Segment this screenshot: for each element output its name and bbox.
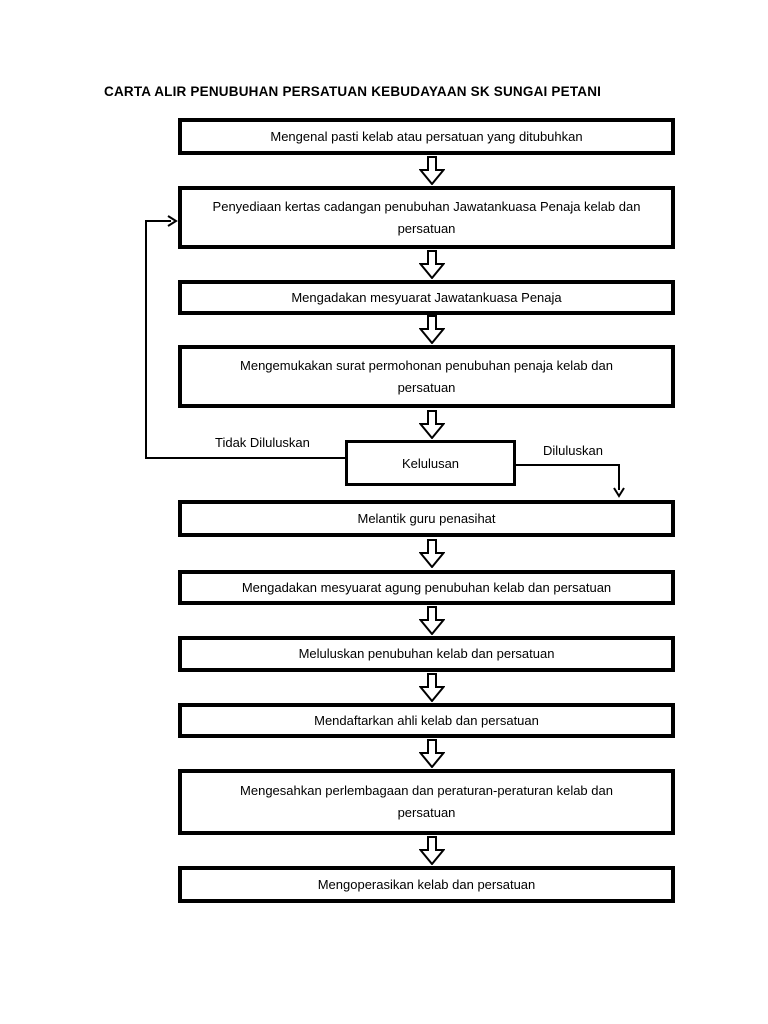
connector-line-no-return <box>145 220 171 222</box>
flow-step-2-label-line2: persatuan <box>397 220 456 236</box>
flow-step-1: Mengenal pasti kelab atau persatuan yang… <box>178 118 675 155</box>
flow-step-10-label: Mengoperasikan kelab dan persatuan <box>317 876 536 892</box>
flow-step-2: Penyediaan kertas cadangan penubuhan Jaw… <box>178 186 675 249</box>
down-arrow-icon <box>419 606 445 635</box>
flow-step-4-label-line1: Mengemukakan surat permohonan penubuhan … <box>240 357 613 373</box>
flow-step-3: Mengadakan mesyuarat Jawatankuasa Penaja <box>178 280 675 315</box>
connector-line-yes-horizontal <box>516 464 620 466</box>
connector-line-no-horizontal <box>145 457 345 459</box>
flow-step-9: Mengesahkan perlembagaan dan peraturan-p… <box>178 769 675 835</box>
flow-step-7: Meluluskan penubuhan kelab dan persatuan <box>178 636 675 672</box>
flow-step-7-label: Meluluskan penubuhan kelab dan persatuan <box>298 646 555 661</box>
branch-label-tidak-diluluskan: Tidak Diluluskan <box>215 435 310 450</box>
arrowhead-down-icon <box>613 487 625 498</box>
flow-step-10: Mengoperasikan kelab dan persatuan <box>178 866 675 903</box>
flow-step-6-label: Mengadakan mesyuarat agung penubuhan kel… <box>241 579 612 595</box>
down-arrow-icon <box>419 156 445 185</box>
arrowhead-right-icon <box>167 215 178 227</box>
flow-step-1-label: Mengenal pasti kelab atau persatuan yang… <box>270 128 583 144</box>
down-arrow-icon <box>419 410 445 439</box>
flow-step-9-label-line2: persatuan <box>397 805 456 820</box>
flow-step-6: Mengadakan mesyuarat agung penubuhan kel… <box>178 570 675 605</box>
down-arrow-icon <box>419 739 445 768</box>
flow-step-8-label: Mendaftarkan ahli kelab dan persatuan <box>314 712 539 728</box>
flow-step-3-label: Mengadakan mesyuarat Jawatankuasa Penaja <box>291 289 562 305</box>
down-arrow-icon <box>419 315 445 344</box>
decision-box-kelulusan: Kelulusan <box>345 440 516 486</box>
down-arrow-icon <box>419 836 445 865</box>
decision-label: Kelulusan <box>401 455 460 471</box>
flow-step-5: Melantik guru penasihat <box>178 500 675 537</box>
flow-step-9-label-line1: Mengesahkan perlembagaan dan peraturan-p… <box>240 783 613 798</box>
flow-step-8: Mendaftarkan ahli kelab dan persatuan <box>178 703 675 738</box>
flow-step-4-label-line2: persatuan <box>397 379 456 395</box>
connector-line-no-vertical <box>145 220 147 459</box>
down-arrow-icon <box>419 250 445 279</box>
page-title: CARTA ALIR PENUBUHAN PERSATUAN KEBUDAYAA… <box>104 84 602 99</box>
down-arrow-icon <box>419 673 445 702</box>
flow-step-5-label: Melantik guru penasihat <box>357 510 496 526</box>
branch-label-diluluskan: Diluluskan <box>543 443 603 458</box>
connector-line-yes-vertical <box>618 464 620 490</box>
down-arrow-icon <box>419 539 445 568</box>
flow-step-4: Mengemukakan surat permohonan penubuhan … <box>178 345 675 408</box>
flow-step-2-label-line1: Penyediaan kertas cadangan penubuhan Jaw… <box>212 198 641 214</box>
